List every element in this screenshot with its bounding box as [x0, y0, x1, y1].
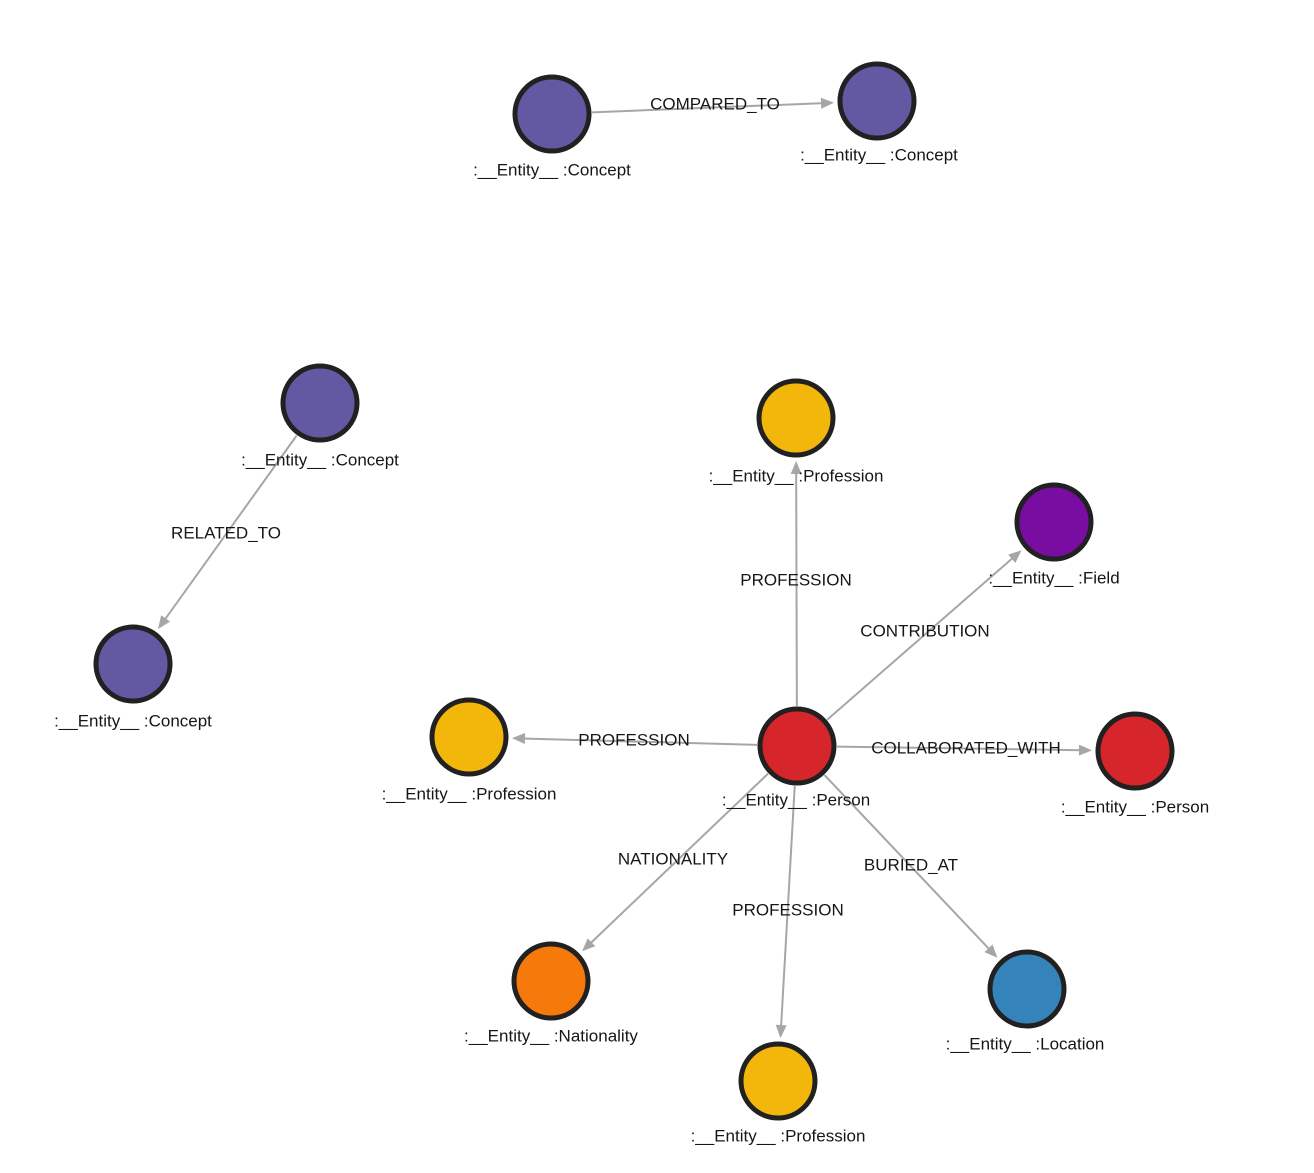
edge-contribution[interactable]	[826, 556, 1015, 721]
node-label-concept-a: :__Entity__ :Concept	[473, 161, 631, 180]
edges-layer	[158, 97, 1093, 1039]
relationship-label-nationality[interactable]: NATIONALITY	[618, 850, 728, 869]
arrowhead-icon	[984, 944, 998, 958]
node-concept-d[interactable]	[93, 624, 173, 704]
node-profession-left[interactable]	[429, 697, 509, 777]
node-person-right[interactable]	[1095, 711, 1175, 791]
relationship-label-profession[interactable]: PROFESSION	[740, 571, 851, 590]
node-field[interactable]	[1014, 482, 1094, 562]
relationship-label-related-to[interactable]: RELATED_TO	[171, 524, 281, 543]
node-label-person-center: :__Entity__ :Person	[722, 791, 870, 810]
arrowhead-icon	[790, 460, 802, 475]
edge-nationality[interactable]	[588, 772, 769, 946]
nodes-layer: :__Entity__ :Concept :__Entity__ :Concept…	[54, 61, 1209, 1146]
node-location[interactable]	[987, 949, 1067, 1029]
node-person-center[interactable]	[757, 706, 837, 786]
edge-labels-layer: COMPARED_TO RELATED_TO PROFESSION CONTRIBUT…	[171, 95, 1061, 920]
arrowhead-icon	[511, 733, 526, 745]
relationship-label-profession[interactable]: PROFESSION	[578, 731, 689, 750]
edge-buried-at[interactable]	[823, 774, 992, 952]
node-label-location: :__Entity__ :Location	[946, 1035, 1105, 1054]
node-concept-b[interactable]	[837, 61, 917, 141]
node-profession-top[interactable]	[756, 378, 836, 458]
edge-profession[interactable]	[795, 470, 798, 707]
edge-collaborated-with[interactable]	[836, 745, 1083, 752]
node-profession-bottom[interactable]	[738, 1041, 818, 1121]
arrowhead-icon	[582, 938, 596, 952]
arrowhead-icon	[775, 1024, 787, 1039]
node-label-concept-d: :__Entity__ :Concept	[54, 712, 212, 731]
relationship-label-buried-at[interactable]: BURIED_AT	[864, 856, 958, 875]
relationship-label-contribution[interactable]: CONTRIBUTION	[860, 622, 989, 641]
edge-profession[interactable]	[780, 785, 796, 1029]
node-label-profession-top: :__Entity__ :Profession	[709, 467, 884, 486]
edge-compared-to[interactable]	[591, 102, 825, 114]
node-label-concept-b: :__Entity__ :Concept	[800, 146, 958, 165]
node-label-person-right: :__Entity__ :Person	[1061, 798, 1209, 817]
node-label-profession-left: :__Entity__ :Profession	[382, 785, 557, 804]
relationship-label-collaborated-with[interactable]: COLLABORATED_WITH	[871, 739, 1061, 758]
node-label-nationality: :__Entity__ :Nationality	[464, 1027, 638, 1046]
arrowhead-icon	[158, 615, 171, 630]
node-concept-a[interactable]	[512, 74, 592, 154]
node-label-field: :__Entity__ :Field	[988, 569, 1119, 588]
relationship-label-compared-to[interactable]: COMPARED_TO	[650, 95, 780, 114]
node-concept-c[interactable]	[280, 363, 360, 443]
arrowhead-icon	[1078, 744, 1093, 756]
node-label-concept-c: :__Entity__ :Concept	[241, 451, 399, 470]
node-label-profession-bottom: :__Entity__ :Profession	[691, 1127, 866, 1146]
node-nationality[interactable]	[511, 941, 591, 1021]
arrowhead-icon	[820, 97, 835, 109]
relationship-label-profession[interactable]: PROFESSION	[732, 901, 843, 920]
arrowhead-icon	[1008, 550, 1022, 563]
edge-profession[interactable]	[521, 737, 758, 746]
edge-related-to[interactable]	[163, 434, 298, 622]
